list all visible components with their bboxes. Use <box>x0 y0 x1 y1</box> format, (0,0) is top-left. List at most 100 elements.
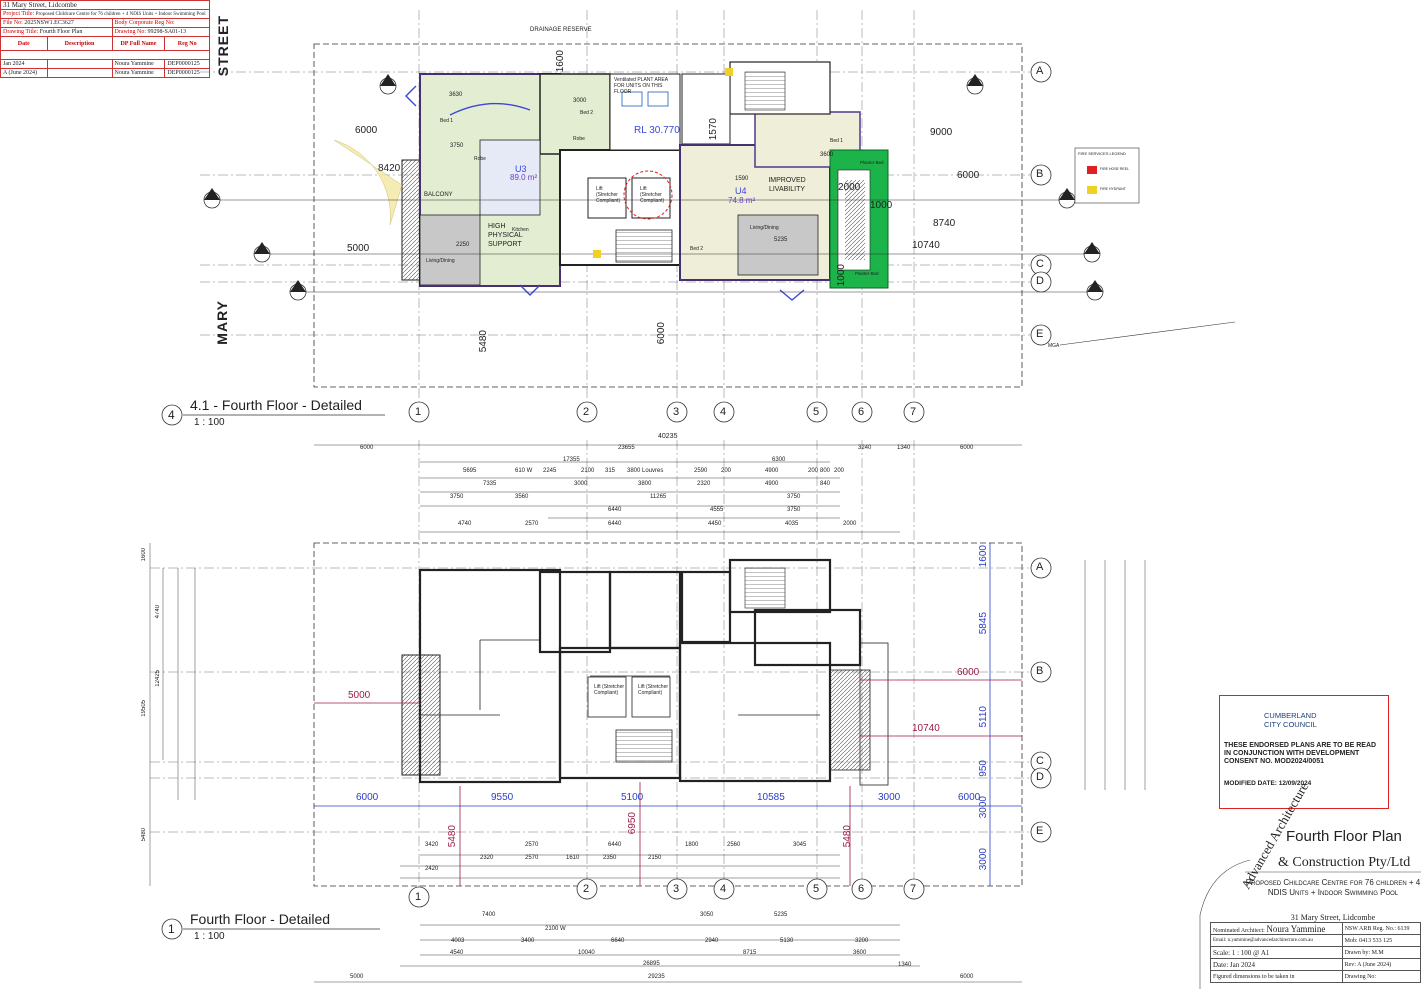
row3-dim: 800 <box>820 468 831 474</box>
top-dim: 23655 <box>618 445 635 451</box>
grid-col-2: 2 <box>583 883 590 895</box>
living-dining-u4 <box>737 214 819 276</box>
red-dim: 5000 <box>348 690 371 701</box>
table-row: Jan 2024 Noura Yammine DEP0000125 <box>0 59 210 69</box>
bottom-dim: 2570 <box>525 842 539 848</box>
grid-col-7: 7 <box>910 406 917 418</box>
dim-3750: 3750 <box>450 143 464 149</box>
plan-number-upper: 4 <box>168 408 175 422</box>
row5-dim: 3560 <box>515 494 529 500</box>
left-dim: 12425 <box>155 670 161 687</box>
egress-arrows <box>405 85 805 301</box>
grid-bubbles-lower <box>161 557 1052 940</box>
row7-dim: 4450 <box>708 521 722 527</box>
row3-dim: 2245 <box>543 468 557 474</box>
grid-row-c: C <box>1036 258 1044 270</box>
dim-8420: 8420 <box>378 163 401 174</box>
blue-dimension-lines <box>314 543 1022 886</box>
grid-lines-lower <box>150 440 1030 900</box>
blue-dim: 5845 <box>978 612 989 635</box>
bottom-dim: 29235 <box>648 974 665 980</box>
fire-legend-box <box>1074 147 1140 204</box>
grid-row-a: A <box>1036 561 1044 573</box>
bed2-u4-label: Bed 2 <box>690 246 704 252</box>
dim-9000: 9000 <box>930 127 953 138</box>
info-table: Nominated Architect: Noura Yammine NSW A… <box>1210 922 1421 983</box>
drainage-reserve-label: DRAINAGE RESERVE <box>530 27 592 33</box>
row5-dim: 3750 <box>787 494 801 500</box>
top-dim: 6300 <box>772 457 786 463</box>
bottom-dim: 3600 <box>853 950 867 956</box>
blue-dim: 6000 <box>356 792 379 803</box>
bottom-dim: 5235 <box>774 912 788 918</box>
dim-1000-v: 1000 <box>836 264 847 287</box>
dim-5235: 5235 <box>774 237 788 243</box>
figured-note: Figured dimensions to be taken in <box>1210 970 1343 983</box>
red-dimension-lines <box>314 679 1022 886</box>
balcony-hatch-lower <box>401 654 441 776</box>
bottom-dim: 4003 <box>451 938 465 944</box>
mobile: Mob: 0413 533 125 <box>1341 934 1421 947</box>
drawing-no-label: Drawing No: <box>114 29 147 35</box>
row7-dim: 6440 <box>608 521 622 527</box>
plan-number-lower: 1 <box>168 922 175 936</box>
row6-dim: 6440 <box>608 507 622 513</box>
bottom-dim: 2100 W <box>545 926 566 932</box>
project-value: Proposed Childcare Centre for 76 childre… <box>35 12 206 17</box>
bed1-label: Bed 1 <box>440 118 454 124</box>
street-label: STREET <box>215 15 231 77</box>
upper-plan <box>200 10 1236 400</box>
top-dim: 17355 <box>563 457 580 463</box>
left-dim: 19505 <box>141 700 147 717</box>
dim-5000: 5000 <box>347 243 370 254</box>
grid-col-2: 2 <box>583 406 590 418</box>
red-dim: 5480 <box>842 825 853 848</box>
bottom-dim: 1340 <box>898 962 912 968</box>
drawing-no: Drawing No: <box>1341 970 1421 983</box>
bed2-u3 <box>539 73 611 155</box>
section-marker-arrows <box>204 74 1103 292</box>
date: Date: Jan 2024 <box>1210 958 1343 971</box>
drawing-title-label: Drawing Title: <box>3 29 39 35</box>
row3-dim: 200 <box>721 468 732 474</box>
bottom-dim: 4540 <box>450 950 464 956</box>
bottom-dim: 7400 <box>482 912 496 918</box>
grid-col-6: 6 <box>858 883 865 895</box>
row4-dim: 3800 <box>638 481 652 487</box>
table-row: Scale: 1 : 100 @ A1 Drawn by: M.M <box>1210 946 1421 959</box>
bottom-dim: 2350 <box>603 855 617 861</box>
blue-dim: 3000 <box>878 792 901 803</box>
bottom-dim: 5000 <box>350 974 364 980</box>
bed1-u4-label: Bed 1 <box>830 138 844 144</box>
blue-dim: 5110 <box>978 706 989 728</box>
section-lines <box>220 199 1236 346</box>
drawn-by: Drawn by: M.M <box>1341 946 1421 959</box>
stair-lower <box>615 729 673 763</box>
plant-unit-1 <box>621 91 643 107</box>
row4-dim: 2320 <box>697 481 711 487</box>
mary-label: MARY <box>214 300 230 345</box>
architect-name: Noura Yammine <box>1266 923 1326 934</box>
red-dim: 6000 <box>957 667 980 678</box>
grid-bubbles-upper <box>161 61 1052 426</box>
plan-scale-upper: 1 : 100 <box>194 417 225 428</box>
mga-label: MGA <box>1048 343 1060 349</box>
lift-label: Lift (Stretcher Compliant) <box>640 186 665 204</box>
row4-dim: 3000 <box>574 481 588 487</box>
overall-dim: 40235 <box>658 433 678 440</box>
drawing-no-value: 99298-SA01-13 <box>147 29 187 35</box>
bottom-dim: 26895 <box>643 961 660 967</box>
grid-col-4: 4 <box>720 406 727 418</box>
plan-title-lower: Fourth Floor - Detailed <box>190 911 331 927</box>
u4-area: 74.8 m² <box>728 196 756 205</box>
bottom-dim: 2940 <box>705 938 719 944</box>
blue-dim: 10585 <box>757 792 785 803</box>
row7-dim: 4740 <box>458 521 472 527</box>
blue-dim: 9550 <box>491 792 514 803</box>
fire-hose-icon <box>1087 166 1097 174</box>
dim-1000: 1000 <box>870 200 893 211</box>
grid-col-5: 5 <box>813 406 820 418</box>
grid-row-e: E <box>1036 825 1044 837</box>
grid-row-d: D <box>1036 771 1044 783</box>
company-name: & Construction Pty/Ltd <box>1278 855 1411 870</box>
